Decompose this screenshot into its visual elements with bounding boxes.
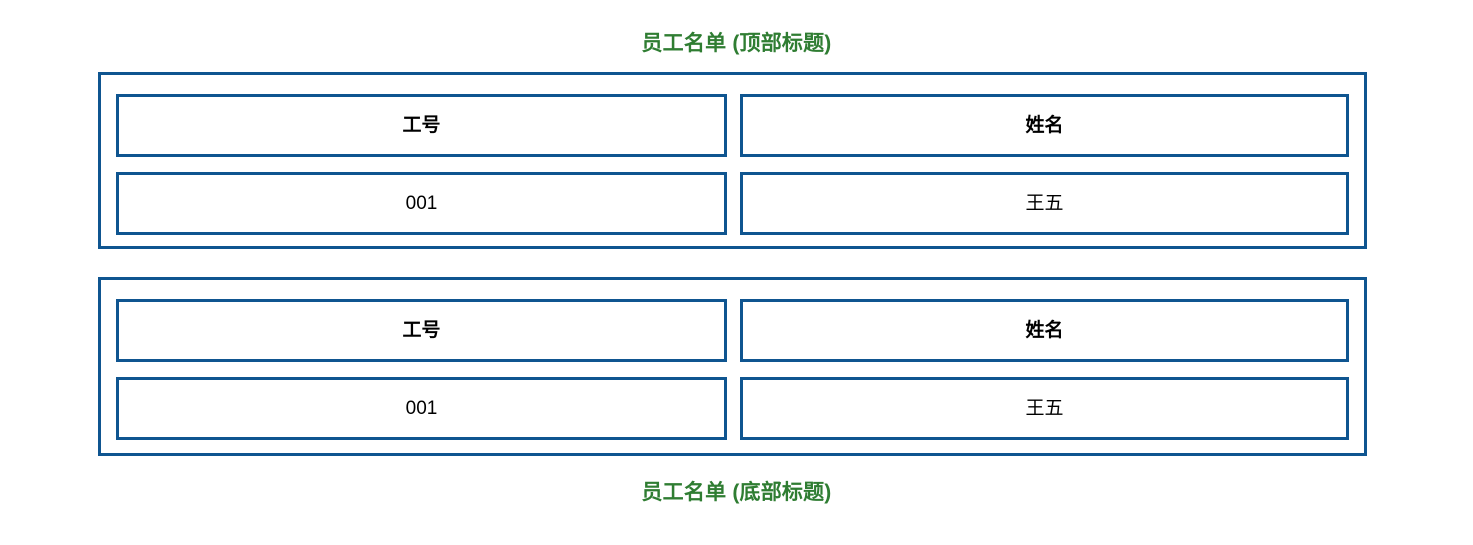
header-cell-name-label: 姓名 <box>1025 320 1064 341</box>
data-cell-name: 王五 <box>740 377 1349 440</box>
data-cell-name-value: 王五 <box>1025 193 1064 214</box>
header-cell-name: 姓名 <box>740 94 1349 157</box>
employee-table-bottom: 工号 姓名 001 王五 <box>98 277 1367 456</box>
table-row: 001 王五 <box>116 172 1349 235</box>
table-row: 001 王五 <box>116 377 1349 440</box>
table-header-row: 工号 姓名 <box>116 94 1349 157</box>
data-cell-employee-id: 001 <box>116 172 727 235</box>
header-cell-employee-id: 工号 <box>116 94 727 157</box>
table-caption-bottom: 员工名单 (底部标题) <box>641 481 832 504</box>
header-cell-name: 姓名 <box>740 299 1349 362</box>
data-cell-employee-id-value: 001 <box>405 193 438 214</box>
table-header-row: 工号 姓名 <box>116 299 1349 362</box>
data-cell-name: 王五 <box>740 172 1349 235</box>
employee-table-top: 工号 姓名 001 王五 <box>98 72 1367 249</box>
header-cell-name-label: 姓名 <box>1025 115 1064 136</box>
header-cell-employee-id-label: 工号 <box>402 115 441 136</box>
data-cell-employee-id-value: 001 <box>405 398 438 419</box>
header-cell-employee-id: 工号 <box>116 299 727 362</box>
table-caption-top: 员工名单 (顶部标题) <box>641 32 832 55</box>
data-cell-name-value: 王五 <box>1025 398 1064 419</box>
header-cell-employee-id-label: 工号 <box>402 320 441 341</box>
data-cell-employee-id: 001 <box>116 377 727 440</box>
